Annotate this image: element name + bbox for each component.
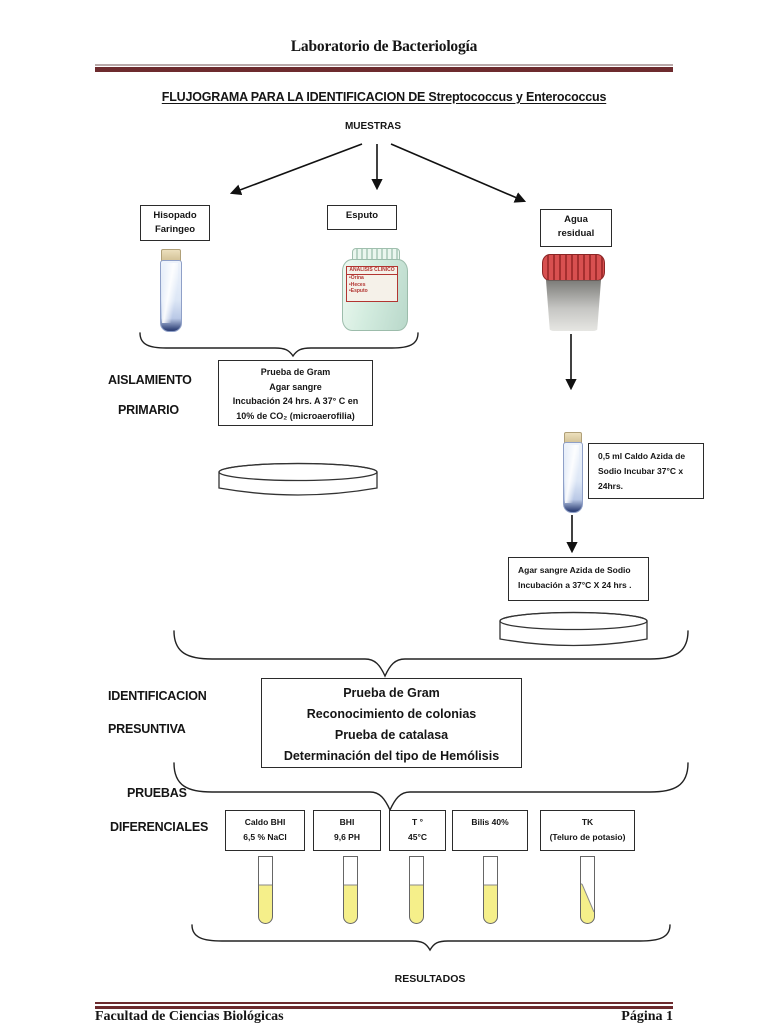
agar-azida-box: Agar sangre Azida de Sodio Incubación a … [508, 557, 649, 601]
sample-label: Agua [564, 214, 588, 225]
azida-tube-photo [561, 432, 583, 513]
stage-label-primario: PRIMARIO [118, 403, 179, 417]
curly-brace-pruebas [173, 762, 689, 812]
sample-label: Esputo [345, 210, 379, 221]
agar-azida-line: Incubación a 37°C X 24 hrs . [518, 580, 632, 590]
gram-line: 10% de CO₂ (microaerofilia) [236, 410, 355, 421]
id-line: Prueba de catalasa [334, 728, 449, 742]
test-line: 45°C [408, 832, 427, 842]
jar-label-title: ANALISIS CLINICO [347, 267, 397, 275]
stage-label-diferenciales: DIFERENCIALES [110, 820, 209, 834]
tube-shine [565, 445, 579, 503]
sample-box-agua: Agua residual [540, 209, 612, 247]
curly-brace-resultados [191, 924, 671, 952]
muestras-label: MUESTRAS [344, 121, 402, 132]
gram-procedure-box: Prueba de Gram Agar sangre Incubación 24… [218, 360, 373, 426]
id-line: Reconocimiento de colonias [306, 707, 477, 721]
agar-azida-line: Agar sangre Azida de Sodio [518, 565, 631, 575]
gram-line: Agar sangre [269, 381, 322, 392]
footer-page-number: Página 1 [621, 1009, 673, 1024]
sample-label: residual [557, 228, 595, 239]
test-tube-icon [343, 856, 358, 924]
flowchart-title: FLUJOGRAMA PARA LA IDENTIFICACION DE Str… [161, 90, 607, 104]
test-tube-icon [409, 856, 424, 924]
test-line: T ° [412, 817, 423, 827]
header-rule [95, 64, 673, 72]
test-line: 6,5 % NaCl [243, 832, 287, 842]
sample-box-esputo: Esputo [327, 205, 397, 230]
cup-red-cap [542, 254, 605, 281]
jar-label-item: •Esputo [349, 288, 368, 294]
azida-broth-box: 0,5 ml Caldo Azida de Sodio Incubar 37°C… [588, 443, 704, 499]
test-box-caldo-bhi: Caldo BHI 6,5 % NaCl [225, 810, 305, 851]
swab-tube-photo [157, 249, 183, 332]
footer-faculty: Facultad de Ciencias Biológicas [95, 1009, 284, 1024]
test-box-bhi-ph: BHI 9,6 PH [313, 810, 381, 851]
test-line: 9,6 PH [334, 832, 360, 842]
cup-body [546, 280, 601, 331]
gram-line: Prueba de Gram [260, 367, 331, 377]
jar-label-item: •Heces [349, 281, 366, 288]
sample-box-hisopado: Hisopado Faringeo [140, 205, 210, 241]
jar-label: ANALISIS CLINICO •Orina •Heces •Esputo [346, 266, 398, 302]
curly-brace-identificacion [173, 630, 689, 678]
resultados-label: RESULTADOS [394, 973, 466, 985]
test-line: (Teluro de potasio) [549, 832, 626, 842]
id-line: Prueba de Gram [343, 686, 440, 700]
petri-dish-icon [218, 462, 378, 496]
tube-shine [162, 263, 178, 323]
stage-label-pruebas: PRUEBAS [127, 786, 187, 800]
test-tube-icon [258, 856, 273, 924]
test-box-temperatura: T ° 45°C [389, 810, 446, 851]
azida-line: 24hrs. [598, 481, 624, 491]
sample-label: Faringeo [154, 224, 196, 235]
specimen-jar-photo: ANALISIS CLINICO •Orina •Heces •Esputo [340, 248, 410, 332]
presumptive-id-box: Prueba de Gram Reconocimiento de colonia… [261, 678, 522, 768]
test-box-bilis: Bilis 40% [452, 810, 528, 851]
stage-label-aislamiento: AISLAMIENTO [108, 373, 192, 387]
azida-line: 0,5 ml Caldo Azida de [598, 451, 686, 461]
test-line: TK [581, 817, 594, 827]
test-line: BHI [339, 817, 355, 827]
test-line: Caldo BHI [244, 817, 286, 827]
page-header-title: Laboratorio de Bacteriología [290, 38, 478, 55]
stage-label-identificacion: IDENTIFICACION [108, 689, 207, 703]
test-line: Bilis 40% [471, 817, 509, 827]
test-tube-slant-icon [580, 856, 595, 924]
gram-line: Incubación 24 hrs. A 37° C en [232, 396, 359, 406]
urine-container-photo [542, 254, 605, 331]
sample-label: Hisopado [153, 210, 197, 221]
curly-brace-samples [139, 332, 419, 358]
petri-dish-icon [499, 611, 648, 647]
azida-line: Sodio Incubar 37°C x [598, 466, 684, 476]
jar-label-item: •Orina [349, 275, 364, 281]
test-box-tk: TK (Teluro de potasio) [540, 810, 635, 851]
stage-label-presuntiva: PRESUNTIVA [108, 722, 186, 736]
test-tube-icon [483, 856, 498, 924]
footer-rule [95, 1002, 673, 1009]
id-line: Determinación del tipo de Hemólisis [283, 749, 500, 763]
